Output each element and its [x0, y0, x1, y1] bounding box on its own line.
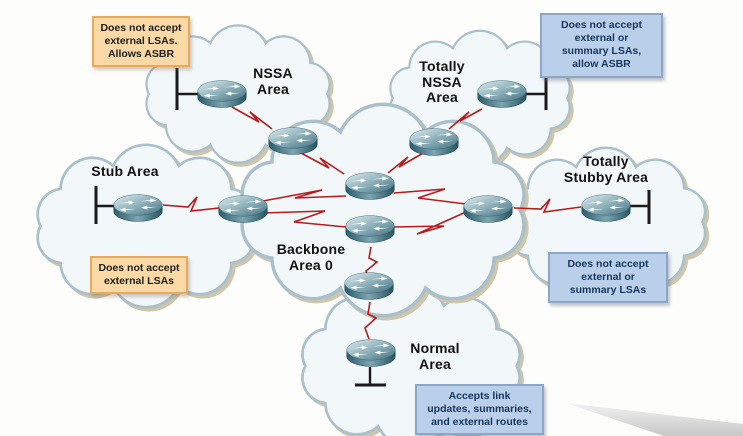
note-totally-stubby: Does not accept external or summary LSAs	[548, 252, 668, 304]
area-label-nssa: NSSA Area	[253, 65, 293, 97]
link-abr-e-to-core-bottom	[393, 211, 467, 235]
note-nssa: Does not accept external LSAs. Allows AS…	[92, 16, 190, 68]
area-label-stub: Stub Area	[91, 163, 159, 179]
router-icon-abr-northeast	[409, 128, 459, 156]
ethernet-segment-totally-nssa	[524, 76, 548, 110]
link-totally-stubby-to-abr	[513, 198, 582, 213]
router-icon-totally-stubby	[581, 194, 631, 222]
note-normal: Accepts link updates, summaries, and ext…	[415, 384, 544, 436]
ethernet-segment-totally-stubby	[628, 190, 651, 224]
area-label-normal: Normal Area	[410, 340, 460, 372]
router-icon-abr-east	[463, 195, 513, 223]
router-icon-stub	[113, 194, 163, 222]
router-icon-totally-nssa	[477, 80, 527, 108]
router-icon-abr-west	[218, 195, 268, 223]
link-abr-nw-to-core	[298, 151, 345, 175]
area-label-totally-stubby: Totally Stubby Area	[563, 153, 649, 185]
link-abr-w-to-core-top	[262, 189, 347, 202]
link-bottom-edge-to-normal	[364, 301, 378, 340]
link-nssa-to-abr	[231, 106, 273, 130]
router-icon-abr-northwest	[268, 127, 318, 155]
note-stub: Does not accept external LSAs	[90, 256, 188, 295]
router-icon-core-bottom	[345, 215, 395, 243]
link-stub-to-abr	[162, 196, 220, 212]
serial-links	[162, 106, 582, 340]
link-abr-ne-to-core	[387, 151, 426, 174]
router-icon-normal	[346, 339, 396, 367]
link-abr-w-to-core-bottom	[262, 210, 347, 228]
area-label-totally-nssa: Totally NSSA Area	[419, 58, 465, 106]
area-label-backbone: Backbone Area 0	[276, 241, 346, 273]
router-icon-backbone-south	[344, 272, 394, 300]
link-totally-nssa-to-abr	[448, 108, 483, 130]
note-totally-nssa: Does not accept external or summary LSAs…	[540, 13, 663, 78]
ethernet-segment-normal	[355, 367, 386, 387]
gray-pointer-wedge	[566, 403, 743, 436]
link-abr-e-to-core-top	[393, 188, 467, 205]
router-icon-core-top	[345, 172, 395, 200]
